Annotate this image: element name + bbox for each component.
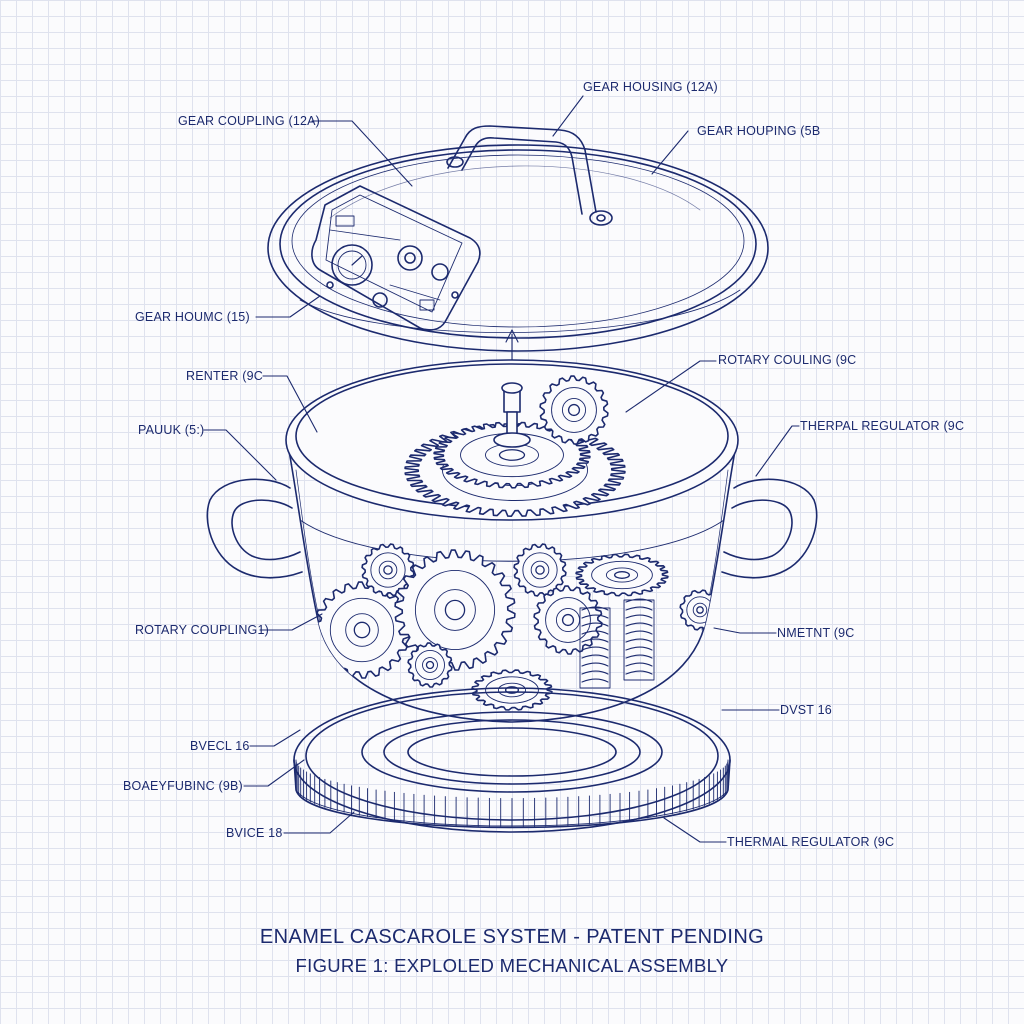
label-renter-9c: RENTER (9C — [186, 369, 264, 383]
label-bvice-18: BVICE 18 — [226, 826, 283, 840]
lid-handle — [446, 125, 613, 226]
gear-center-small — [407, 642, 453, 688]
pot-handle-right — [721, 478, 818, 579]
gear-right-flat — [575, 553, 669, 597]
lid-mechanism-window — [311, 185, 481, 331]
label-rotary-coupling-1: ROTARY COUPLING1) — [135, 623, 269, 637]
lid — [267, 144, 769, 352]
label-gear-housing-12a: GEAR HOUSING (12A) — [583, 80, 718, 94]
label-therpal-regulator-9c: THERPAL REGULATOR (9C — [800, 419, 965, 433]
gear-top-side — [539, 375, 609, 445]
gear-lower-center — [471, 669, 553, 711]
label-boatfubinc-9b: BOAEYFUBINC (9B) — [123, 779, 243, 793]
label-gear-houmc-15: GEAR HOUMC (15) — [135, 310, 250, 324]
spring-assembly — [579, 598, 655, 689]
label-bvecl-16: BVECL 16 — [190, 739, 250, 753]
gear-left-large — [313, 581, 411, 679]
label-pauuk-5: PAUUK (5:) — [138, 423, 205, 437]
gear-right-mid — [533, 585, 603, 655]
pot-handle-left — [206, 478, 303, 579]
figure-caption: FIGURE 1: EXPLOLED MECHANICAL ASSEMBLY — [295, 955, 729, 976]
label-nmetnt-9c: NMETNT (9C — [777, 626, 855, 640]
label-thermal-regulator-9c: THERMAL REGULATOR (9C — [727, 835, 895, 849]
figure-title: ENAMEL CASCAROLE SYSTEM - PATENT PENDING — [259, 926, 765, 948]
center-spindle — [493, 382, 531, 448]
gear-mid — [513, 543, 567, 597]
label-gear-houping-5b: GEAR HOUPING (5B — [697, 124, 821, 138]
gear-right-small — [679, 589, 721, 631]
gear-center-large — [394, 549, 516, 671]
label-gear-coupling-12a: GEAR COUPLING (12A) — [178, 114, 321, 128]
label-rotary-couling-9c: ROTARY COULING (9C — [718, 353, 857, 367]
label-dvst-16: DVST 16 — [780, 703, 832, 717]
base-ring — [293, 687, 731, 833]
leader-lines — [203, 95, 800, 843]
